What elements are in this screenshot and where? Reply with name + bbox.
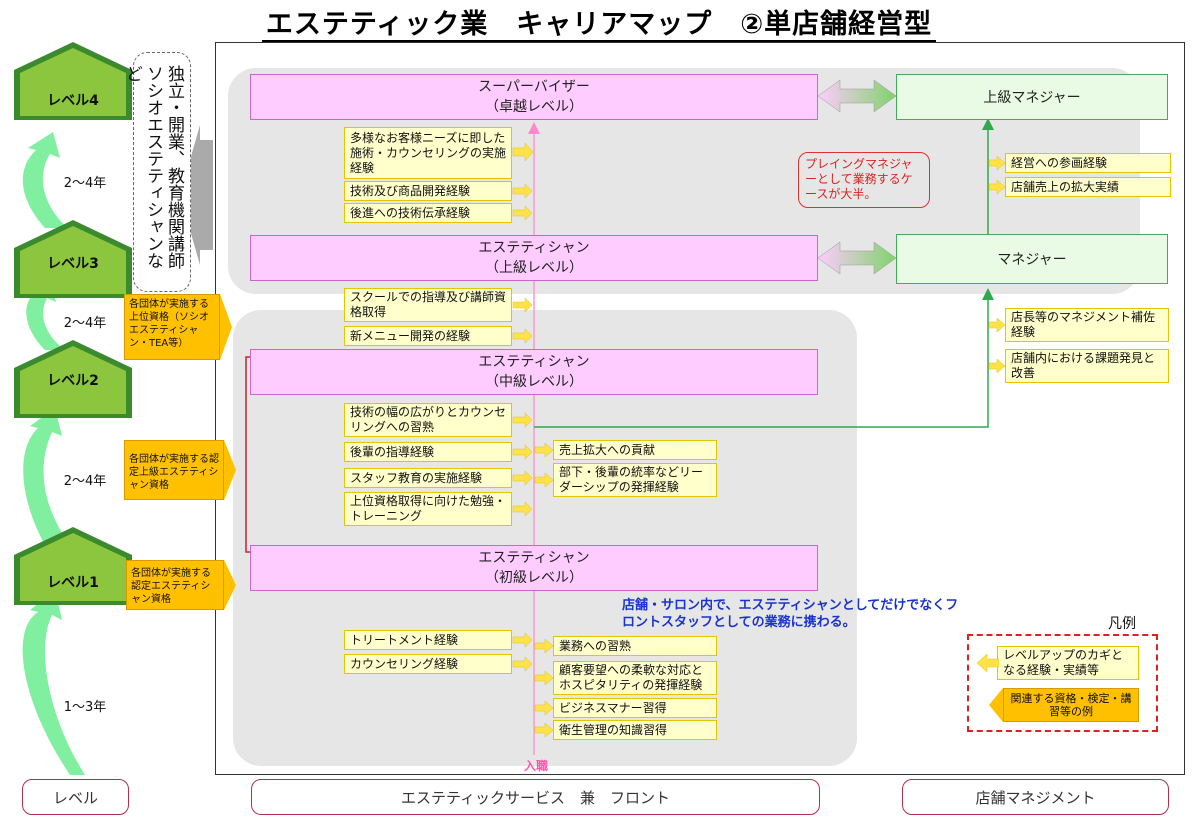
level-3-badge: レベル3 [12,218,134,300]
role-manager: マネジャー [896,234,1168,284]
footer-level-label: レベル [22,779,129,815]
qualification-basic: 各団体が実施する認定エステティシャン資格 [126,560,224,610]
level-4-label: レベル4 [47,93,99,109]
level-2-label: レベル2 [47,373,99,389]
qualification-senior: 各団体が実施する認定上級エステティシャン資格 [124,440,224,500]
experience-item: 顧客要望への柔軟な対応とホスピタリティの発揮経験 [553,661,717,695]
legend-box: レベルアップのカギとなる経験・実績等 関連する資格・検定・講習等の例 [967,634,1158,732]
independent-path-text: 独立・開業、教育機関講師ソシオエステティシャンなど [122,65,184,269]
arrow-left-icon [977,653,999,673]
experience-item: スタッフ教育の実施経験 [344,468,512,488]
legend-title: 凡例 [1108,616,1136,632]
years-level3-4: 2～4年 [63,176,107,191]
front-staff-note: 店舗・サロン内で、エステティシャンとしてだけでなくフロントスタッフとしての業務に… [622,598,959,630]
house-icon [14,340,132,418]
house-icon [14,527,132,605]
entry-label: 入職 [523,759,548,773]
role-senior-manager: 上級マネジャー [896,74,1168,120]
experience-item: 多様なお客様ニーズに即した施術・カウンセリングの実施経験 [344,127,512,179]
experience-item: カウンセリング経験 [344,654,512,674]
footer-management-label: 店舗マネジメント [902,779,1169,815]
tag-arrow-icon [224,440,236,500]
tag-arrow-icon [224,560,236,610]
role-junior-esthetician: エステティシャン（初級レベル） [250,545,818,591]
role-senior-esthetician: エステティシャン（上級レベル） [250,235,818,281]
years-level2-3: 2～4年 [63,316,107,331]
level-4-badge: レベル4 [12,40,134,122]
experience-item: 部下・後輩の統率などリーダーシップの発揮経験 [553,463,717,497]
career-map-frame [215,42,1185,775]
level-1-badge: レベル1 [12,525,134,607]
level-1-label: レベル1 [47,575,99,591]
experience-item: ビジネスマナー習得 [553,698,717,718]
qualification-upper: 各団体が実施する上位資格（ソシオエステティシャン・TEA等） [124,294,220,360]
experience-item: 技術の幅の広がりとカウンセリングへの習熟 [344,403,512,437]
years-level1-2: 2～4年 [63,474,107,489]
experience-item: 売上拡大への貢献 [553,440,717,460]
role-middle-esthetician: エステティシャン（中級レベル） [250,349,818,395]
experience-item: 上位資格取得に向けた勉強・トレーニング [344,492,512,526]
tag-arrow-icon [220,294,232,360]
tag-arrow-icon [989,688,1003,722]
playing-manager-note: プレイングマネジャーとして業務するケースが大半。 [798,152,930,208]
experience-item: 後輩の指導経験 [344,442,512,462]
experience-item: 店長等のマネジメント補佐経験 [1005,308,1169,342]
experience-item: 技術及び商品開発経験 [344,181,512,201]
legend-orange-item: 関連する資格・検定・講習等の例 [1003,688,1139,722]
experience-item: 店舗内における課題発見と改善 [1005,349,1169,383]
house-icon [14,220,132,298]
level-3-label: レベル3 [47,256,99,272]
experience-item: 新メニュー開発の経験 [344,326,512,346]
experience-item: 経営への参画経験 [1005,153,1171,173]
footer-service-label: エステティックサービス 兼 フロント [251,779,820,815]
experience-item: 後進への技術伝承経験 [344,203,512,223]
experience-item: 店舗売上の拡大実績 [1005,177,1171,197]
years-entry-1: 1～3年 [63,700,107,715]
role-supervisor: スーパーバイザー（卓越レベル） [250,74,818,120]
experience-item: 衛生管理の知識習得 [553,720,717,740]
experience-item: トリートメント経験 [344,630,512,650]
house-icon [14,42,132,120]
level-2-badge: レベル2 [12,338,134,420]
legend-yellow-item: レベルアップのカギとなる経験・実績等 [997,646,1139,680]
page-title: エステティック業 キャリアマップ ②単店舗経営型 [0,2,1198,43]
experience-item: スクールでの指導及び講師資格取得 [344,288,512,322]
experience-item: 業務への習熟 [553,636,717,656]
independent-path-box: 独立・開業、教育機関講師ソシオエステティシャンなど [122,52,191,292]
